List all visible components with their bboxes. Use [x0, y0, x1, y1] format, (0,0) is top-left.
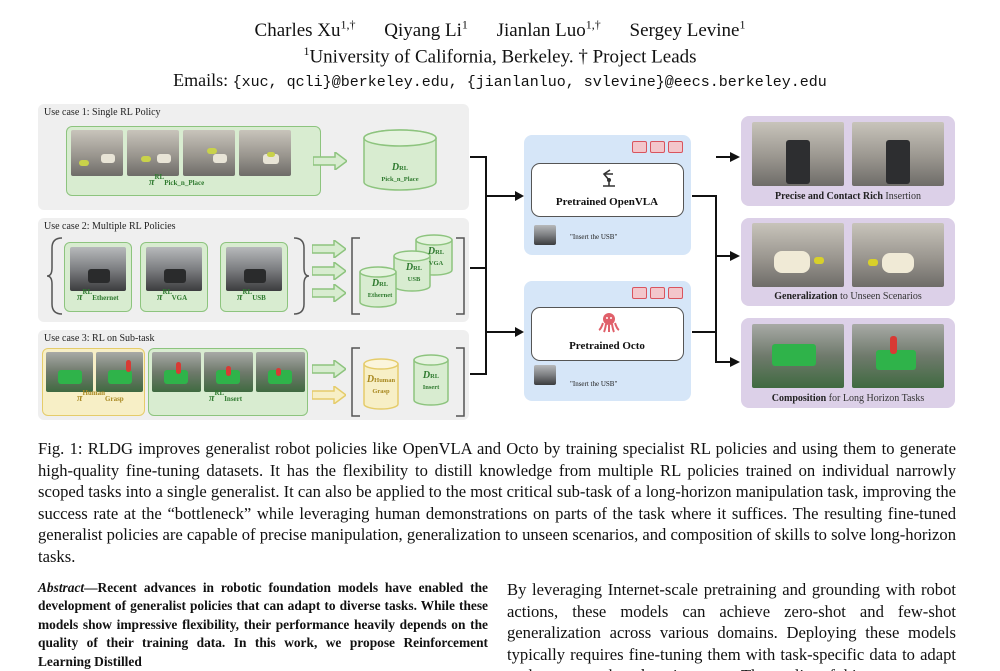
- use-case-1-label: Use case 1: Single RL Policy: [44, 107, 161, 118]
- result-generalization-panel: Generalization to Unseen Scenarios: [741, 218, 955, 306]
- result-photo: [752, 324, 844, 388]
- policy-usb-label: πRLUSB: [237, 288, 266, 303]
- use-case-1-panel: Use case 1: Single RL Policy πRLPick_n_P…: [38, 104, 469, 210]
- left-bracket-icon: [351, 237, 360, 315]
- result-photo: [852, 122, 944, 186]
- token-icon: [632, 287, 647, 299]
- openvla-model-name: Pretrained OpenVLA: [555, 196, 659, 208]
- dataset-cylinders-icon: [363, 354, 449, 410]
- emails: Emails: {xuc, qcli}@berkeley.edu, {jianl…: [173, 70, 827, 91]
- green-arrow-icon: [312, 284, 346, 302]
- left-bracket-icon: [351, 347, 360, 417]
- octo-model-box: Pretrained Octo: [531, 307, 684, 361]
- robot-photo: [70, 247, 126, 291]
- figure-caption: Fig. 1: RLDG improves generalist robot p…: [38, 439, 956, 566]
- introduction-text: By leveraging Internet-scale pretraining…: [507, 580, 956, 671]
- policy-ethernet-label: πRLEthernet: [77, 288, 119, 303]
- token-icon: [650, 141, 665, 153]
- dataset-cylinders-icon: [359, 234, 453, 308]
- result-generalization-caption: Generalization to Unseen Scenarios: [774, 291, 922, 302]
- result-insertion-caption: Precise and Contact Rich Insertion: [775, 191, 921, 202]
- robot-photo: [239, 130, 291, 176]
- observation-photo: [534, 225, 556, 245]
- abstract: Abstract—Recent advances in robotic foun…: [38, 580, 488, 669]
- result-insertion-panel: Precise and Contact Rich Insertion: [741, 116, 955, 206]
- right-bracket-icon: [456, 347, 465, 417]
- observation-photo: [534, 365, 556, 385]
- robot-arm-icon: [602, 169, 615, 187]
- pick-place-policy-box: πRLPick_n_Place: [66, 126, 321, 196]
- robot-photo: [146, 247, 202, 291]
- robot-photo: [204, 352, 253, 392]
- octo-panel: Pretrained Octo "Insert the USB": [524, 281, 691, 401]
- robot-photo: [71, 130, 123, 176]
- result-photo: [752, 223, 844, 287]
- policy-pick-place-label: πRLPick_n_Place: [149, 173, 205, 188]
- green-arrow-icon: [312, 360, 346, 378]
- robot-photo: [256, 352, 305, 392]
- result-photo: [752, 122, 844, 186]
- use-case-3-label: Use case 3: RL on Sub-task: [44, 333, 155, 344]
- robot-photo: [183, 130, 235, 176]
- token-icon: [650, 287, 665, 299]
- left-brace-icon: [46, 237, 63, 315]
- octo-model-name: Pretrained Octo: [569, 340, 645, 352]
- green-arrow-icon: [313, 152, 347, 170]
- policy-grasp-label: πHumanGrasp: [77, 389, 124, 404]
- use-case-2-label: Use case 2: Multiple RL Policies: [44, 221, 176, 232]
- policy-insert-box: πRLInsert: [148, 348, 308, 416]
- robot-photo: [226, 247, 282, 291]
- author-2: Qiyang Li1: [384, 18, 468, 42]
- policy-vga-label: πRLVGA: [157, 288, 188, 303]
- policy-grasp-box: πHumanGrasp: [42, 348, 145, 416]
- result-photo: [852, 324, 944, 388]
- octo-instruction: "Insert the USB": [570, 380, 618, 388]
- token-icon: [668, 287, 683, 299]
- dataset-cylinder-icon: [363, 129, 437, 191]
- policy-ethernet-box: πRLEthernet: [64, 242, 132, 312]
- result-composition-caption: Composition for Long Horizon Tasks: [771, 393, 925, 404]
- result-composition-panel: Composition for Long Horizon Tasks: [741, 318, 955, 408]
- author-4: Sergey Levine1: [629, 18, 746, 42]
- token-icon: [668, 141, 683, 153]
- green-arrow-icon: [312, 262, 346, 280]
- use-case-2-panel: Use case 2: Multiple RL Policies πRLEthe…: [38, 218, 469, 322]
- author-list: Charles Xu1,† Qiyang Li1 Jianlan Luo1,† …: [0, 18, 1000, 42]
- policy-usb-box: πRLUSB: [220, 242, 288, 312]
- token-icon: [632, 141, 647, 153]
- yellow-arrow-icon: [312, 386, 346, 404]
- robot-photo: [127, 130, 179, 176]
- openvla-instruction: "Insert the USB": [570, 233, 618, 241]
- use-case-3-panel: Use case 3: RL on Sub-task πHumanGrasp π…: [38, 330, 469, 420]
- robot-photo: [152, 352, 201, 392]
- policy-insert-label: πRLInsert: [209, 389, 243, 404]
- author-3: Jianlan Luo1,†: [496, 18, 601, 42]
- openvla-model-box: Pretrained OpenVLA: [531, 163, 684, 217]
- right-bracket-icon: [456, 237, 465, 315]
- result-photo: [852, 223, 944, 287]
- policy-vga-box: πRLVGA: [140, 242, 208, 312]
- robot-photo: [46, 352, 93, 392]
- openvla-panel: Pretrained OpenVLA "Insert the USB": [524, 135, 691, 255]
- octopus-icon: [598, 313, 620, 333]
- author-1: Charles Xu1,†: [254, 18, 356, 42]
- green-arrow-icon: [312, 240, 346, 258]
- robot-photo: [96, 352, 143, 392]
- right-brace-icon: [293, 237, 310, 315]
- affiliation: 1University of California, Berkeley. † P…: [303, 44, 697, 68]
